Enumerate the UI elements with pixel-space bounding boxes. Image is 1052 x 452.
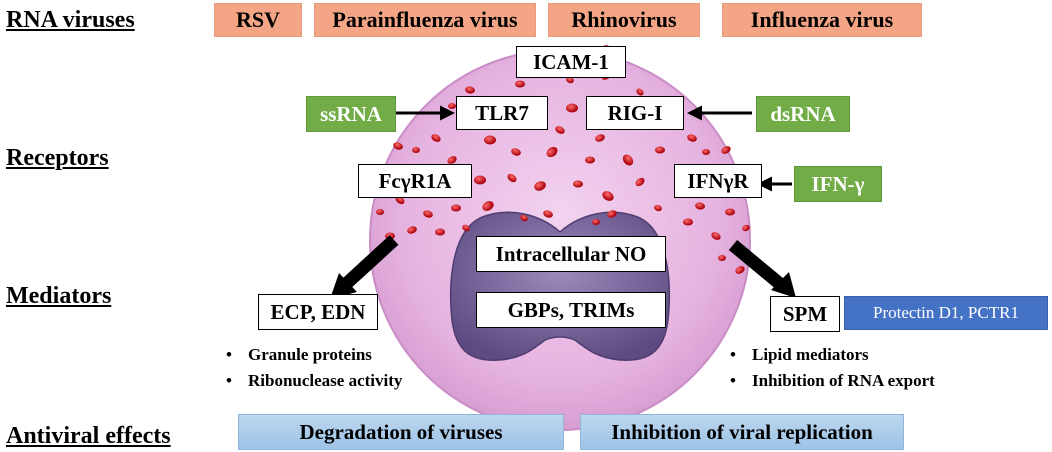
granule xyxy=(655,146,665,154)
granule xyxy=(465,86,475,94)
granule xyxy=(721,146,731,154)
granule xyxy=(462,224,470,232)
virus-box-influenza: Influenza virus xyxy=(722,3,922,37)
granule xyxy=(431,134,441,142)
granule xyxy=(448,103,456,109)
granule xyxy=(534,181,546,191)
granule xyxy=(555,126,565,134)
row-label-rna-viruses: RNA viruses xyxy=(6,7,135,33)
granule xyxy=(376,209,384,215)
virus-box-rsv: RSV xyxy=(214,3,302,37)
row-label-antiviral-effects: Antiviral effects xyxy=(6,423,171,449)
granule xyxy=(515,80,525,88)
granule xyxy=(595,134,605,142)
granule xyxy=(585,156,595,164)
granule xyxy=(592,219,600,225)
right-mediator-bullets: Lipid mediators Inhibition of RNA export xyxy=(730,342,935,394)
ligand-dsrna: dsRNA xyxy=(756,96,850,132)
bullet-inhibition-rna-export: Inhibition of RNA export xyxy=(730,368,935,394)
granule xyxy=(602,191,614,201)
granule xyxy=(687,134,697,142)
granules xyxy=(376,45,750,274)
receptor-rigi: RIG-I xyxy=(586,96,684,130)
granule xyxy=(482,201,494,211)
granule xyxy=(573,180,583,188)
granule xyxy=(484,135,496,145)
receptor-ifngr: IFNγR xyxy=(674,164,762,198)
granule xyxy=(474,175,486,185)
granule xyxy=(607,210,617,218)
granule xyxy=(546,146,558,158)
mediator-ecp-edn: ECP, EDN xyxy=(258,294,378,330)
granule xyxy=(635,177,645,187)
effect-inhibition: Inhibition of viral replication xyxy=(580,414,904,450)
gbps-trims: GBPs, TRIMs xyxy=(476,292,666,328)
virus-box-parainfluenza: Parainfluenza virus xyxy=(314,3,536,37)
granule xyxy=(511,148,521,156)
effect-degradation: Degradation of viruses xyxy=(238,414,564,450)
ligand-ifng: IFN-γ xyxy=(794,166,882,202)
granule xyxy=(543,210,553,218)
left-mediator-bullets: Granule proteins Ribonuclease activity xyxy=(226,342,402,394)
intracellular-no: Intracellular NO xyxy=(476,236,666,272)
granule xyxy=(735,266,745,274)
bullet-granule-proteins: Granule proteins xyxy=(226,342,402,368)
row-label-mediators: Mediators xyxy=(6,283,112,309)
granule xyxy=(507,173,517,183)
granule xyxy=(702,149,710,155)
receptor-fcgr1a: FcγR1A xyxy=(358,164,472,198)
granule xyxy=(711,232,721,240)
granule xyxy=(412,147,420,153)
granule xyxy=(742,224,750,232)
granule xyxy=(435,228,445,236)
granule xyxy=(683,218,693,226)
spm-arrowhead xyxy=(771,272,796,298)
bullet-ribonuclease-activity: Ribonuclease activity xyxy=(226,368,402,394)
ecp-edn-arrow xyxy=(341,235,399,289)
granule xyxy=(447,156,457,164)
receptor-tlr7: TLR7 xyxy=(456,96,548,130)
granule xyxy=(566,76,574,84)
receptor-icam1: ICAM-1 xyxy=(516,46,626,78)
granule xyxy=(423,210,433,218)
granule xyxy=(407,226,417,234)
granule xyxy=(566,103,578,113)
mediator-spm: SPM xyxy=(770,296,840,332)
ligand-ssrna: ssRNA xyxy=(306,96,396,132)
granule xyxy=(393,142,403,150)
spm-arrow xyxy=(728,239,785,290)
granule xyxy=(636,88,644,96)
granule xyxy=(622,154,634,166)
granule xyxy=(725,208,735,216)
granule xyxy=(718,255,726,261)
granule xyxy=(695,202,705,210)
ecp-edn-arrowhead xyxy=(330,273,357,299)
virus-box-rhinovirus: Rhinovirus xyxy=(548,3,700,37)
granule xyxy=(451,204,461,212)
granule xyxy=(520,214,528,222)
bullet-lipid-mediators: Lipid mediators xyxy=(730,342,935,368)
row-label-receptors: Receptors xyxy=(6,145,109,171)
granule xyxy=(654,204,662,212)
spm-examples-box: Protectin D1, PCTR1 xyxy=(844,296,1048,330)
